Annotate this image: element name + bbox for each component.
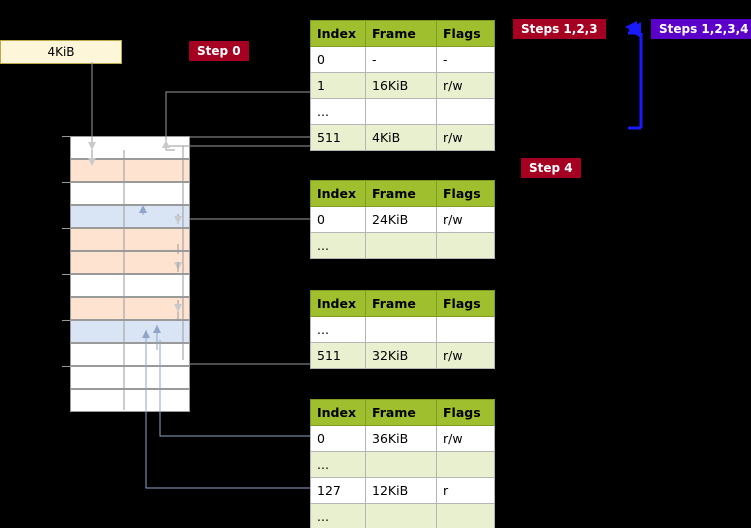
- table-cell: r/w: [436, 342, 495, 369]
- table-cell: [436, 451, 495, 478]
- table-row: ...: [310, 503, 495, 528]
- table-header-cell: Flags: [436, 399, 495, 426]
- memory-tick-mark: [62, 136, 70, 137]
- table-header-cell: Flags: [436, 180, 495, 207]
- memory-frame-row: [70, 182, 190, 205]
- table-cell: 32KiB: [365, 342, 437, 369]
- table-cell: [436, 232, 495, 259]
- memory-tick-mark: [62, 274, 70, 275]
- table-cell: 0: [310, 46, 366, 73]
- table-cell: 16KiB: [365, 72, 437, 99]
- memory-frame-row: [70, 343, 190, 366]
- table-cell: ...: [310, 316, 366, 343]
- table-cell: 127: [310, 477, 366, 504]
- step-0-badge: Step 0: [189, 41, 249, 61]
- table-cell: 1: [310, 72, 366, 99]
- table-cell: [365, 232, 437, 259]
- table-row: ...: [310, 451, 495, 478]
- table-cell: 511: [310, 124, 366, 151]
- table-header-cell: Flags: [436, 20, 495, 47]
- table-header-cell: Frame: [365, 180, 437, 207]
- physical-memory-column: [62, 136, 190, 414]
- memory-frame-row: [70, 366, 190, 389]
- table-header-cell: Index: [310, 290, 366, 317]
- table-cell: 12KiB: [365, 477, 437, 504]
- table-header-cell: Frame: [365, 20, 437, 47]
- memory-frame-row: [70, 320, 190, 343]
- table-cell: [365, 451, 437, 478]
- memory-frame-row: [70, 274, 190, 297]
- memory-tick-mark: [62, 320, 70, 321]
- memory-frame-row: [70, 251, 190, 274]
- step-4-badge: Step 4: [521, 158, 581, 178]
- table-cell: ...: [310, 232, 366, 259]
- table-cell: 0: [310, 206, 366, 233]
- table-row: 0--: [310, 46, 495, 73]
- table-cell: r/w: [436, 206, 495, 233]
- table-cell: 511: [310, 342, 366, 369]
- table-cell: ...: [310, 98, 366, 125]
- table-cell: -: [365, 46, 437, 73]
- table-cell: [365, 98, 437, 125]
- table-cell: [436, 316, 495, 343]
- table-cell: ...: [310, 503, 366, 528]
- memory-frame-row: [70, 159, 190, 182]
- memory-tick-mark: [62, 366, 70, 367]
- memory-tick-mark: [62, 182, 70, 183]
- memory-tick-mark: [62, 228, 70, 229]
- table-cell: [365, 503, 437, 528]
- table-header-cell: Frame: [365, 290, 437, 317]
- table-cell: r/w: [436, 425, 495, 452]
- table-cell: ...: [310, 451, 366, 478]
- table-cell: 36KiB: [365, 425, 437, 452]
- table-row: ...: [310, 316, 495, 343]
- table-header-cell: Flags: [436, 290, 495, 317]
- table-cell: r/w: [436, 72, 495, 99]
- table-cell: [365, 316, 437, 343]
- memory-frame-row: [70, 389, 190, 412]
- table-cell: 4KiB: [365, 124, 437, 151]
- table-header-cell: Index: [310, 399, 366, 426]
- memory-frame-row: [70, 205, 190, 228]
- steps-123-badge: Steps 1,2,3: [513, 19, 606, 39]
- table-cell: 0: [310, 425, 366, 452]
- steps-1234-badge: Steps 1,2,3,4: [651, 19, 751, 39]
- table-cell: r/w: [436, 124, 495, 151]
- table-cell: [436, 503, 495, 528]
- table-row: ...: [310, 98, 495, 125]
- table-header-cell: Frame: [365, 399, 437, 426]
- table-cell: [436, 98, 495, 125]
- table-cell: 24KiB: [365, 206, 437, 233]
- table-cell: -: [436, 46, 495, 73]
- memory-frame-row: [70, 297, 190, 320]
- memory-frame-row: [70, 136, 190, 159]
- frame-size-box: 4KiB: [0, 40, 122, 64]
- table-header-cell: Index: [310, 20, 366, 47]
- frame-size-label: 4KiB: [47, 45, 75, 59]
- memory-frame-row: [70, 228, 190, 251]
- table-header-cell: Index: [310, 180, 366, 207]
- table-row: ...: [310, 232, 495, 259]
- table-cell: r: [436, 477, 495, 504]
